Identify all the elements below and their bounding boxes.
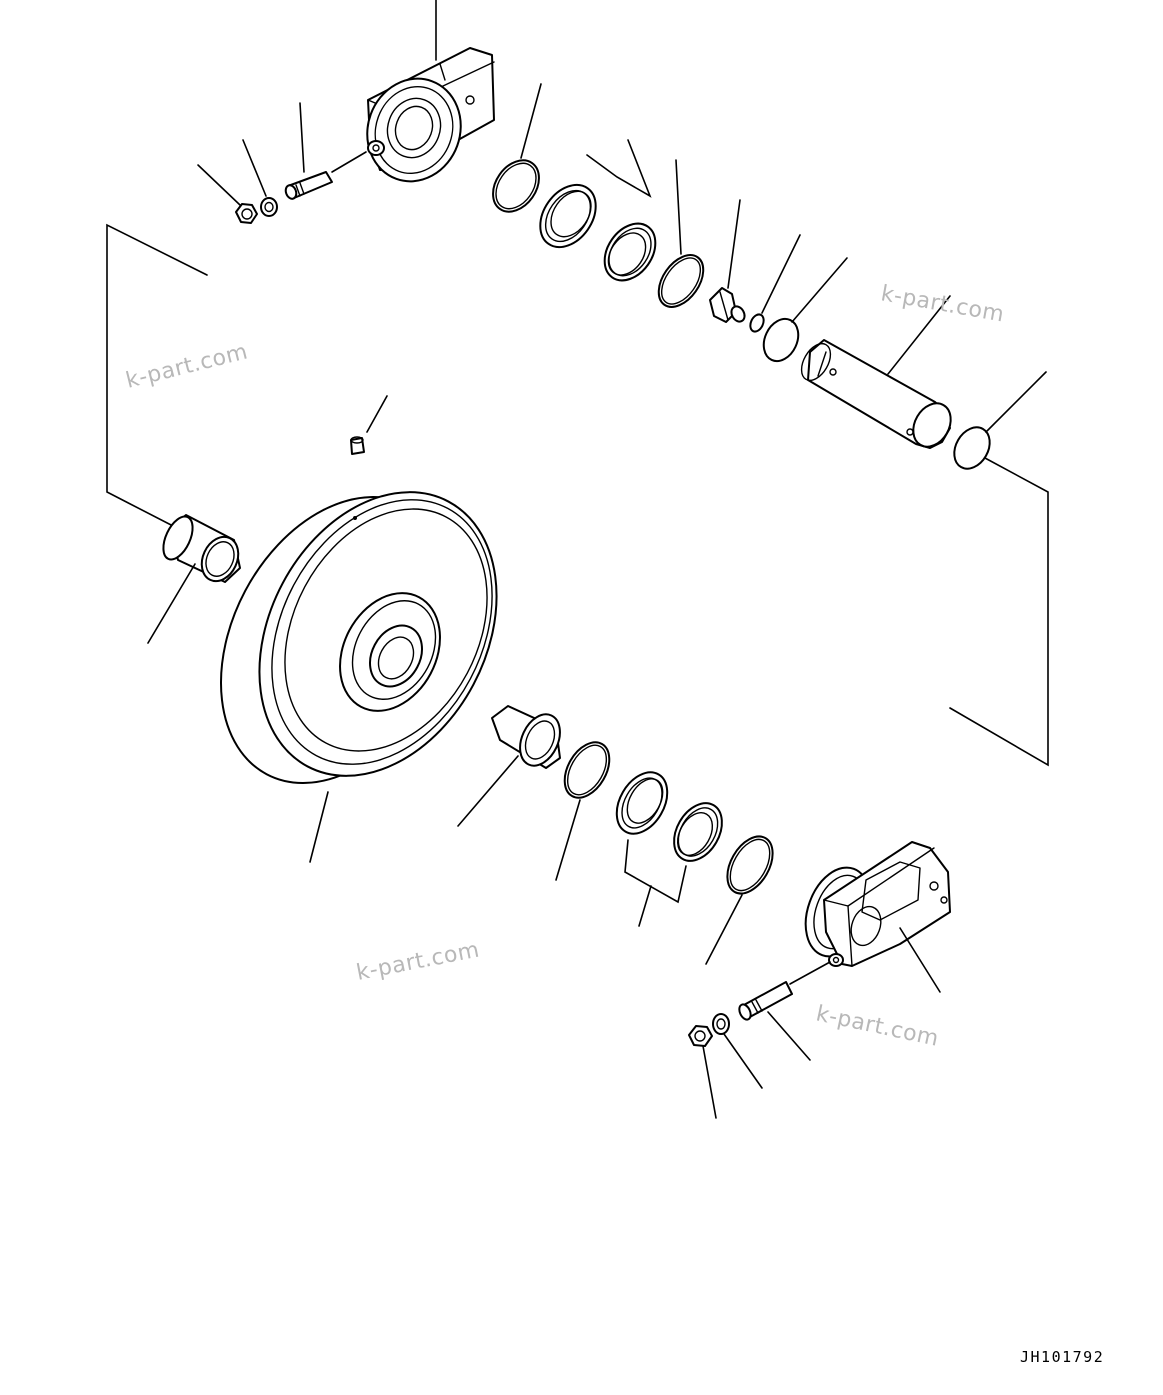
upper-floating-seal-a xyxy=(539,183,597,249)
shaft xyxy=(800,295,952,449)
upper-nut xyxy=(235,203,258,224)
upper-bearing-bracket xyxy=(366,47,495,183)
watermark-text: k-part.com xyxy=(814,1001,941,1051)
upper-o-ring xyxy=(492,83,542,213)
lower-bearing-bracket xyxy=(804,841,951,993)
lower-o-ring-2 xyxy=(705,835,774,965)
right-bushing xyxy=(457,705,561,827)
upper-o-ring-2 xyxy=(657,159,705,308)
lower-floating-seal-b xyxy=(673,802,723,862)
assembly-bracket-left xyxy=(106,223,208,528)
idler-wheel xyxy=(220,491,498,863)
lower-washer xyxy=(712,1013,763,1089)
upper-seal-leader xyxy=(586,139,652,198)
assembly-bracket-right xyxy=(949,457,1049,767)
plug xyxy=(709,199,746,323)
left-bushing xyxy=(147,514,241,644)
lower-nut xyxy=(688,1025,717,1119)
lower-o-ring xyxy=(555,741,611,881)
end-cap xyxy=(762,257,848,363)
upper-leaders xyxy=(197,0,437,206)
end-o-ring xyxy=(953,371,1047,470)
drawing-code: JH101792 xyxy=(1020,1348,1104,1366)
watermark-text: k-part.com xyxy=(354,938,481,986)
upper-washer xyxy=(260,197,278,217)
wheel-plug xyxy=(350,395,388,455)
upper-bolt xyxy=(284,151,367,200)
lower-seal-leader xyxy=(624,839,687,927)
lower-floating-seal-a xyxy=(615,771,669,835)
watermark-text: k-part.com xyxy=(123,339,250,393)
small-o-ring xyxy=(749,234,801,333)
upper-floating-seal-b xyxy=(603,222,657,282)
lower-bolt xyxy=(738,961,831,1061)
watermark-text: k-part.com xyxy=(879,281,1006,327)
